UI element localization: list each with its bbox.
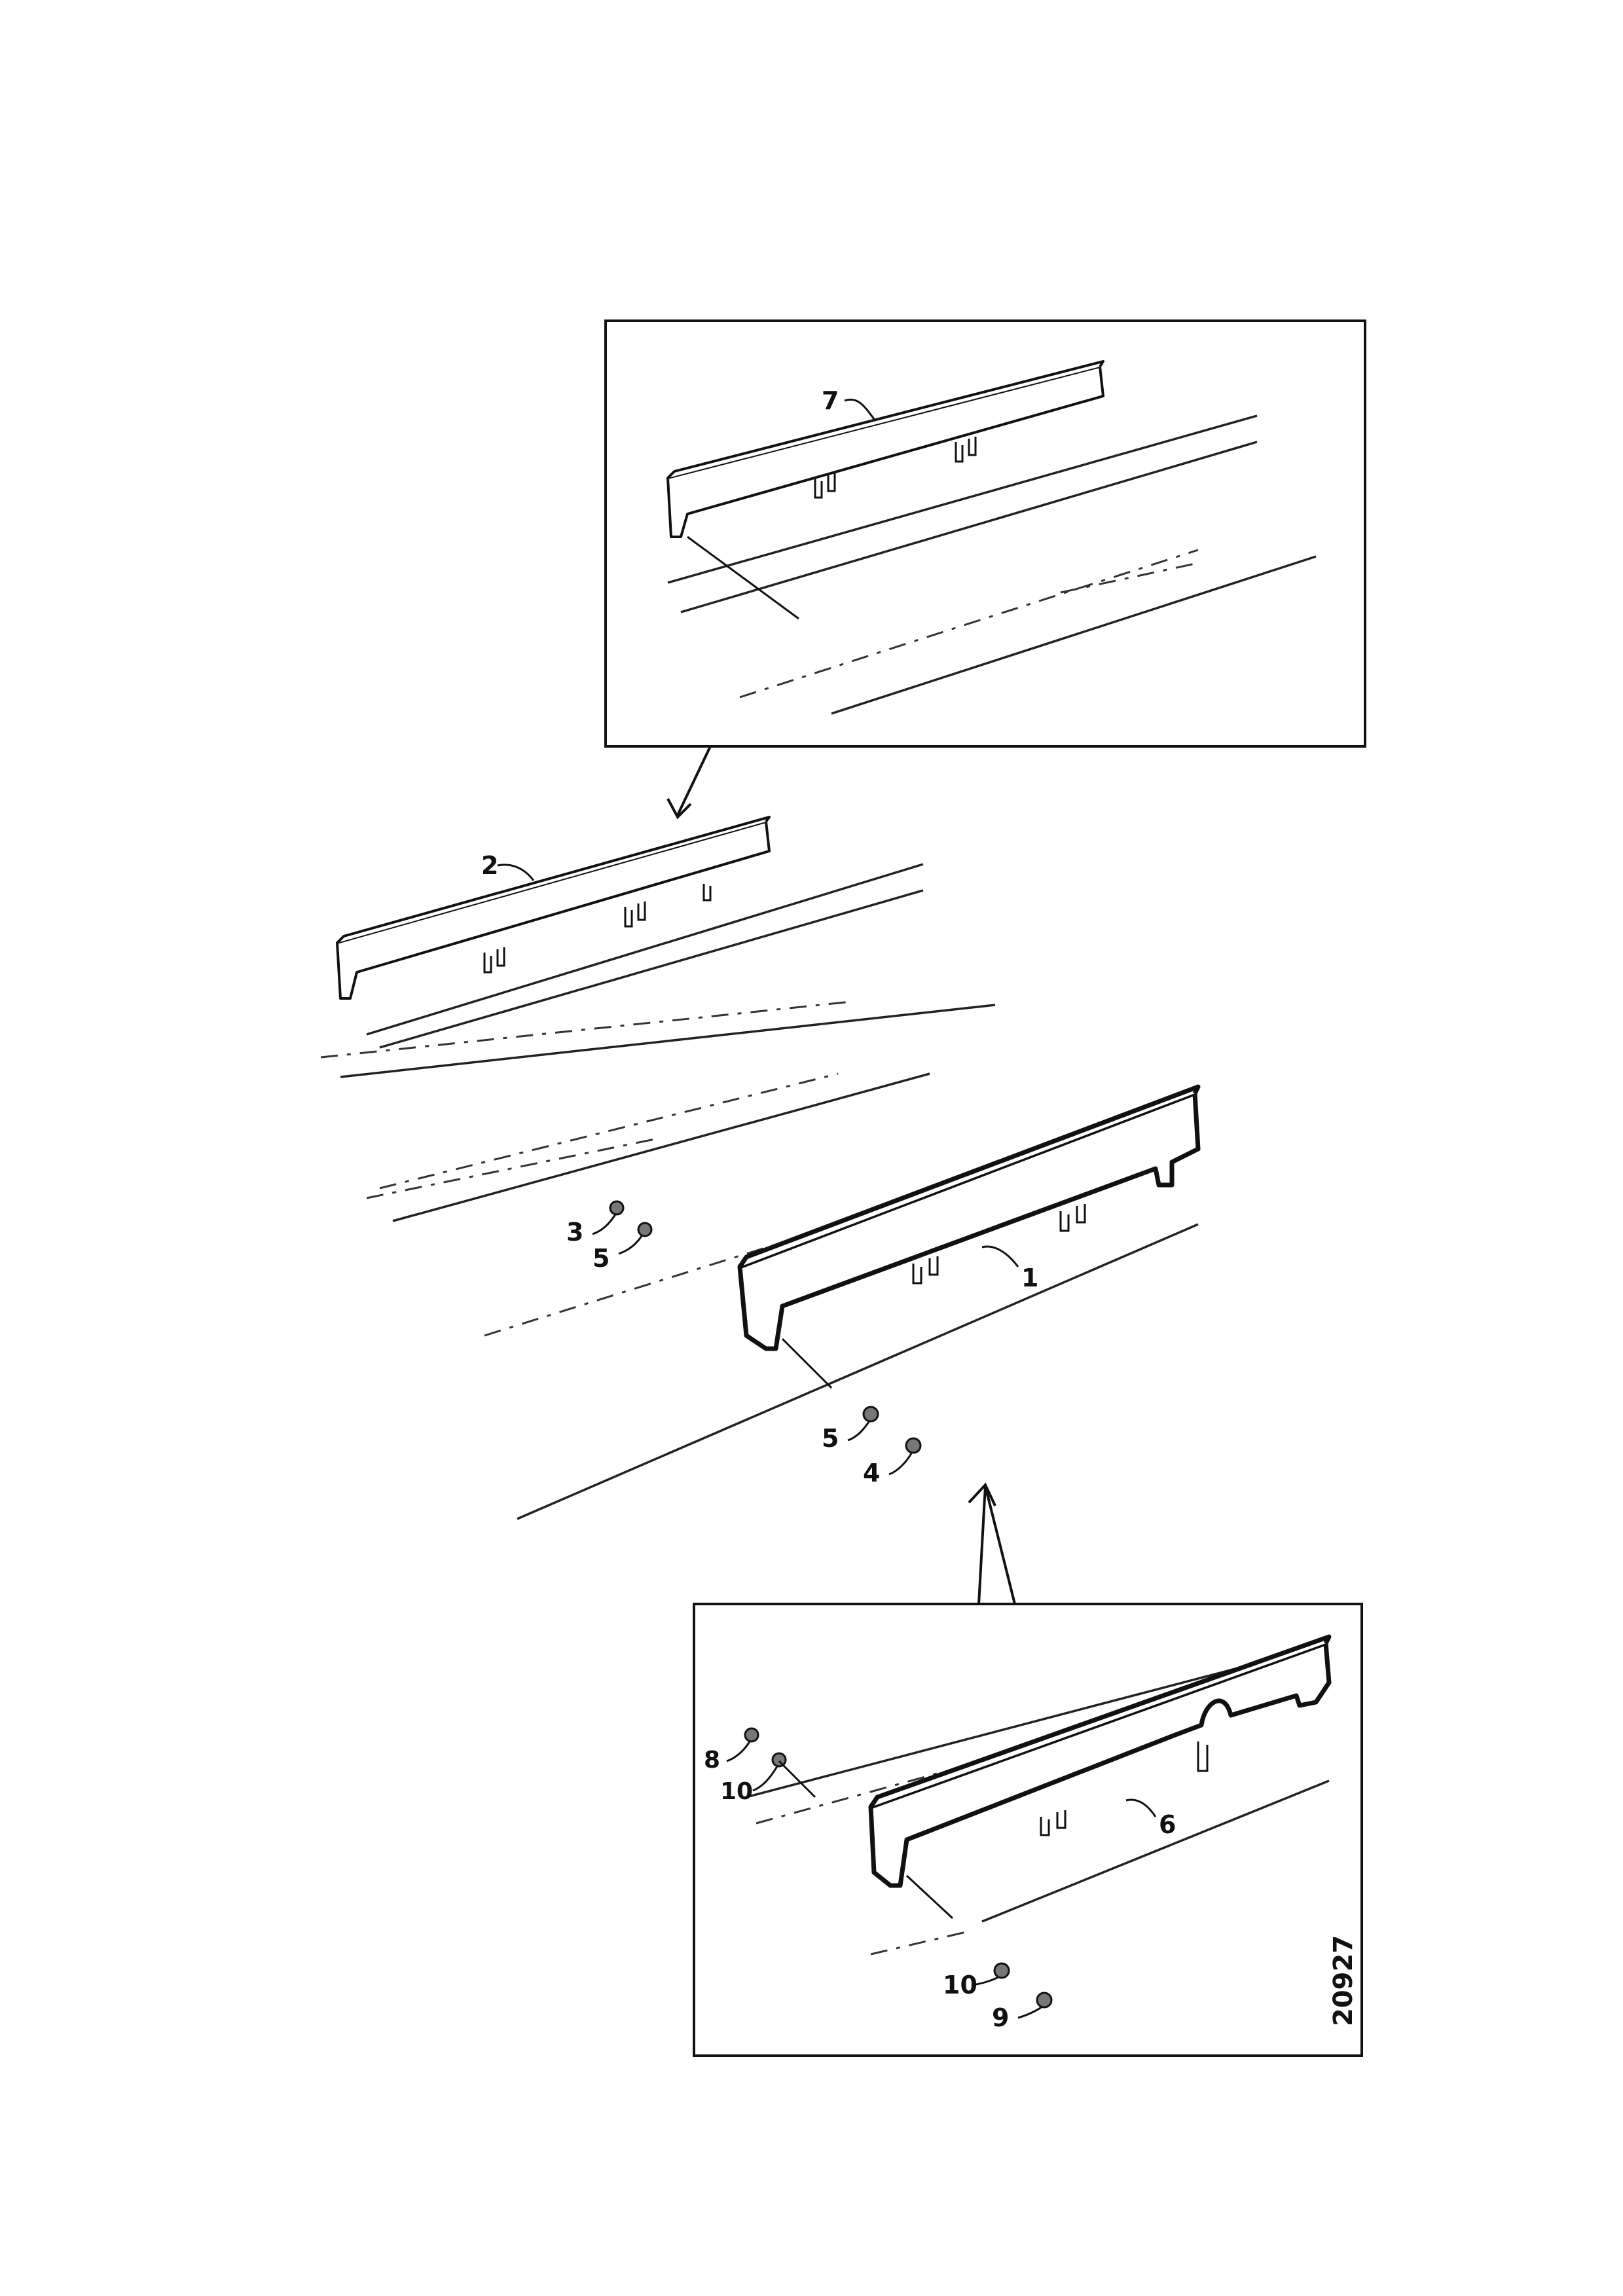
leader-6 [1125, 1798, 1157, 1817]
leader-10-lower [972, 1976, 999, 1986]
rail-line [981, 1779, 1330, 1923]
clip-notch [702, 884, 712, 902]
rail-line [680, 441, 1258, 613]
rail-dashed-line [379, 1072, 839, 1190]
leader-9 [1017, 2005, 1043, 2019]
callout-5-lower: 5 [822, 1424, 839, 1453]
inset-top-frame [604, 319, 1366, 748]
sill-profile-part-6 [868, 1641, 1332, 1888]
clip-notch [483, 947, 505, 974]
fastener-group-lower: 5 4 [822, 1406, 922, 1487]
rail-line [392, 1072, 930, 1222]
rail-dashed-line [320, 1000, 852, 1059]
inset-pointer-arrow [977, 1485, 1016, 1605]
callout-10: 10 [720, 1778, 753, 1805]
clip-notch [1197, 1741, 1209, 1772]
clip-notch [1059, 1204, 1086, 1232]
sill-profile-part-1-flange [738, 1084, 1201, 1268]
rail-line [366, 863, 924, 1036]
callout-4: 4 [863, 1459, 880, 1487]
callout-5: 5 [593, 1244, 610, 1273]
clip-notch [912, 1256, 939, 1285]
screw-icon [905, 1437, 922, 1454]
sill-profile-part-1 [737, 1091, 1201, 1351]
sill-profile-part-2 [336, 820, 771, 1000]
rail-line [517, 1223, 1199, 1520]
rail-line [667, 414, 1258, 584]
clip-notch [624, 902, 646, 928]
callout-7: 7 [822, 386, 839, 415]
sill-profile-part-7 [666, 365, 1104, 538]
clip-notch [814, 473, 836, 499]
inset-bottom-frame [693, 1603, 1363, 2057]
leader-5 [618, 1235, 643, 1255]
callout-8: 8 [704, 1747, 720, 1774]
sill-profile-part-2-flange [336, 816, 771, 944]
rail-dashed-line [366, 1138, 655, 1199]
rail-line [746, 1658, 1271, 1798]
leader-8 [726, 1741, 751, 1762]
leader-10 [752, 1766, 778, 1792]
inset-top: 7 [604, 319, 1366, 748]
callout-6: 6 [1159, 1810, 1176, 1839]
screw-icon [744, 1727, 759, 1743]
callout-9: 9 [992, 2003, 1009, 2032]
arrow-head [968, 1482, 996, 1506]
rail-line [379, 889, 924, 1049]
fastener-group-upper: 3 5 [566, 1200, 653, 1273]
leader-2 [497, 864, 535, 881]
callout-3: 3 [566, 1218, 583, 1247]
leader-line [905, 1874, 954, 1920]
rail-dashed-line [739, 549, 1199, 699]
rail-dashed-line [870, 1930, 970, 1956]
callout-2: 2 [481, 851, 498, 880]
rail-line [340, 1004, 996, 1078]
leader-5 [847, 1421, 870, 1442]
leader-1 [981, 1245, 1019, 1267]
callout-1: 1 [1021, 1264, 1038, 1292]
part-2-group: 2 [320, 816, 996, 1078]
nut-icon [1036, 1992, 1053, 2009]
washer-icon [993, 1962, 1010, 1979]
inset-pointer-arrow [676, 746, 712, 816]
leader-4 [888, 1453, 913, 1476]
leader-line [781, 1338, 833, 1389]
sill-profile-part-6-flange [869, 1634, 1332, 1808]
arrow-head [666, 798, 692, 820]
callout-10-lower: 10 [943, 1971, 977, 1999]
leader-3 [592, 1214, 617, 1235]
screw-icon [609, 1200, 625, 1216]
sill-profile-part-7-flange [666, 360, 1104, 479]
clip-notch [1040, 1810, 1067, 1836]
leader-line [778, 1760, 816, 1798]
clip-notch [955, 437, 977, 463]
leader-7 [844, 398, 875, 420]
inset-bottom: 6 8 10 10 9 20927 [693, 1603, 1363, 2057]
rail-line [831, 555, 1317, 715]
nut-icon [862, 1406, 879, 1423]
leader-line [687, 536, 799, 620]
nut-icon [637, 1222, 653, 1237]
part-1-group: 1 [484, 1084, 1201, 1520]
drawing-number: 20927 [1328, 1935, 1359, 2026]
